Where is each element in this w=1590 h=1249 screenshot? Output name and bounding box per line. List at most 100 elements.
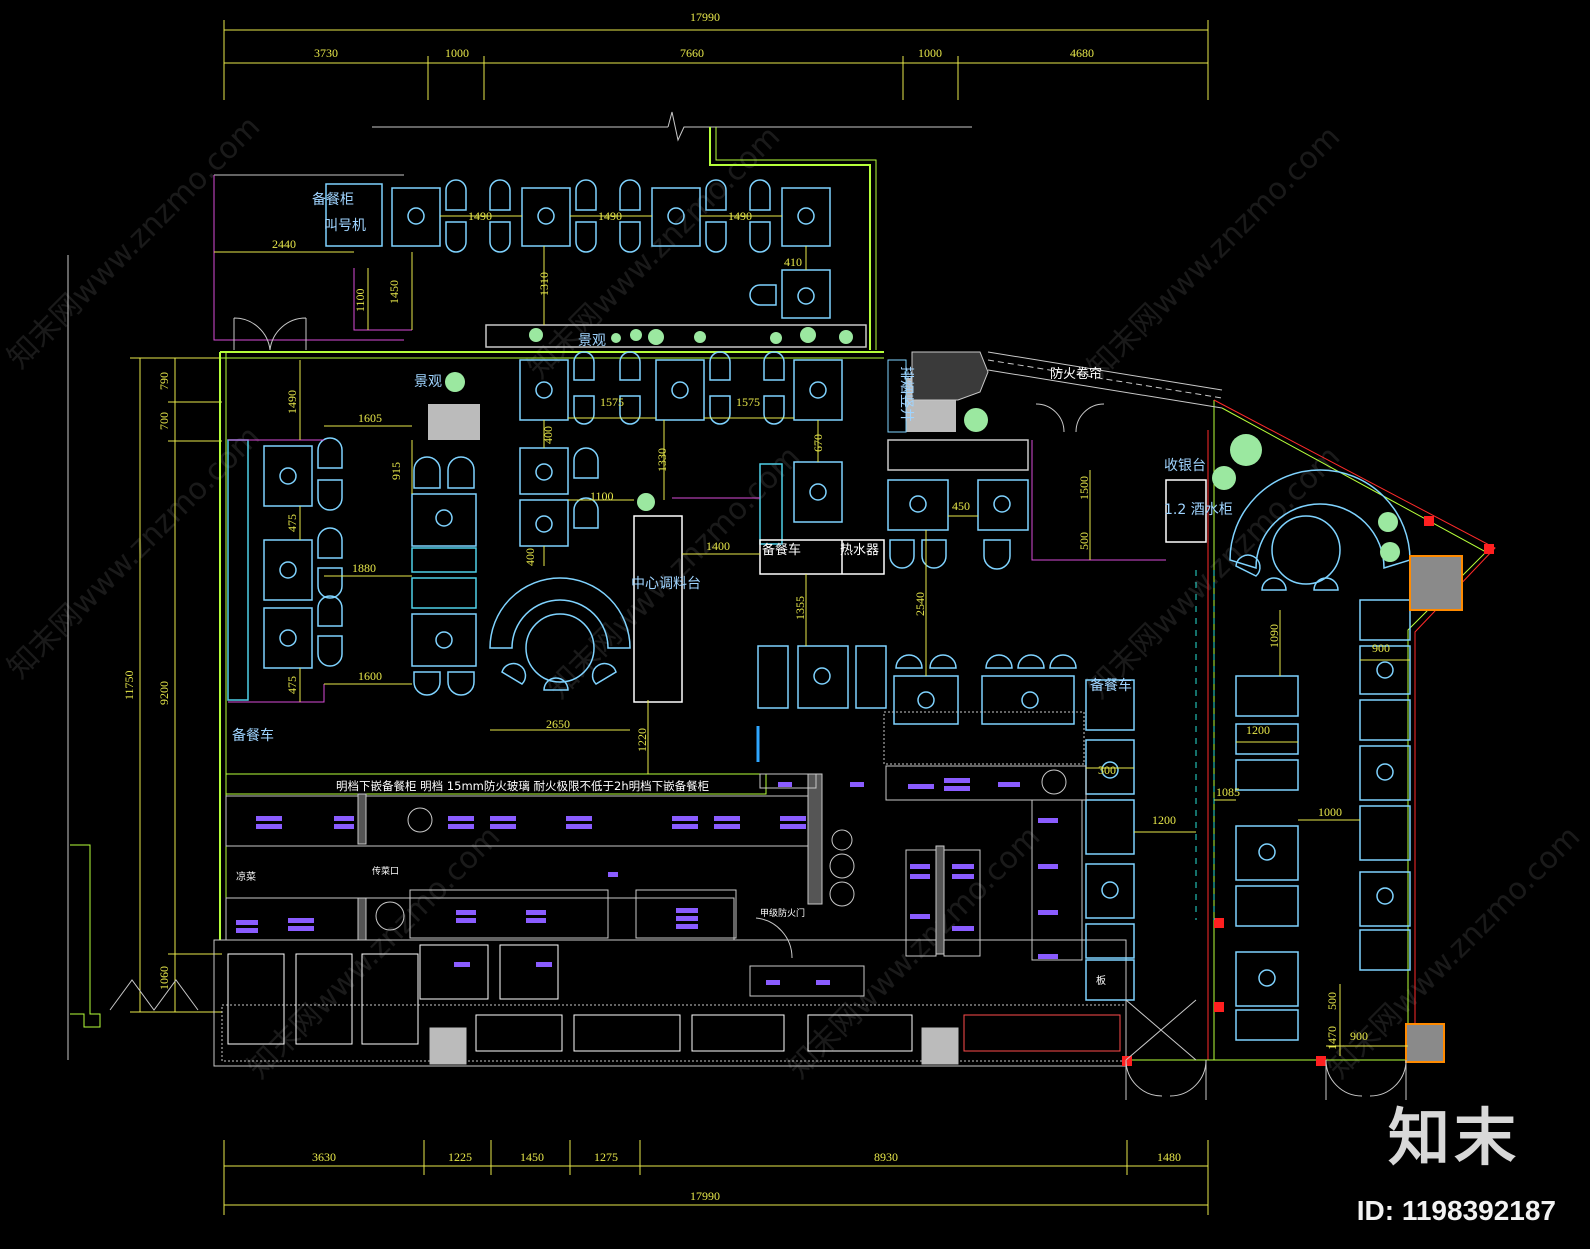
inner-dim: 1605 xyxy=(358,411,382,425)
inner-dim: 475 xyxy=(285,514,299,532)
bottom-dim-seg: 3630 xyxy=(312,1150,336,1164)
plant xyxy=(637,493,655,511)
inner-dim: 475 xyxy=(285,676,299,694)
inner-dim: 410 xyxy=(784,255,802,269)
inner-dim: 1450 xyxy=(387,280,401,304)
label-service-cart-b: 备餐车 xyxy=(1090,677,1132,694)
label-fire-shutter: 防火卷帘 xyxy=(1050,366,1102,382)
inner-dim: 1090 xyxy=(1267,624,1281,648)
brand-logo: 知末 xyxy=(1387,1101,1520,1174)
inner-dim: 900 xyxy=(1372,641,1390,655)
inner-dim: 1000 xyxy=(1318,805,1342,819)
watermark: 知末网www.znzmo.com xyxy=(1,419,267,685)
bottom-dim-total: 17990 xyxy=(690,1189,720,1203)
bottom-dim-seg: 1450 xyxy=(520,1150,544,1164)
top-dim-seg: 1000 xyxy=(918,46,942,60)
left-dim-seg: 9200 xyxy=(157,681,171,705)
label-service-cart-left: 备餐车 xyxy=(232,727,274,744)
red-markers xyxy=(1122,516,1494,1066)
label-prep-cabinet: 备餐柜 xyxy=(312,191,354,208)
label-fire-door: 甲级防火门 xyxy=(760,907,805,919)
label-central-seasoning: 中心调料台 xyxy=(631,576,701,592)
bottom-storage xyxy=(227,944,1121,1065)
inner-dim: 2650 xyxy=(546,717,570,731)
inner-dim: 2440 xyxy=(272,237,296,251)
label-cashier: 收银台 xyxy=(1164,458,1206,474)
inner-dim: 1100 xyxy=(590,489,614,503)
inner-dim: 1575 xyxy=(600,395,624,409)
inner-dim: 1220 xyxy=(635,728,649,752)
inner-dim: 1310 xyxy=(537,272,551,296)
walls xyxy=(70,111,1496,1067)
inner-dim: 670 xyxy=(811,434,825,452)
kitchen xyxy=(225,711,1087,997)
watermark: 知末网www.znzmo.com xyxy=(1,109,267,375)
cyan-dashed xyxy=(1195,570,1215,920)
bottom-dim-seg: 1225 xyxy=(448,1150,472,1164)
left-dim-seg: 700 xyxy=(157,412,171,430)
id-text: ID: 1198392187 xyxy=(1356,1195,1556,1226)
center-dining-tables xyxy=(489,351,885,703)
inner-dim: 1085 xyxy=(1216,785,1240,799)
top-dim-seg: 1000 xyxy=(445,46,469,60)
magenta-lines xyxy=(228,268,1166,703)
scenery-box xyxy=(428,404,480,440)
top-dim-seg: 3730 xyxy=(314,46,338,60)
inner-dim: 1490 xyxy=(728,209,752,223)
inner-dim: 1500 xyxy=(1077,476,1091,500)
inner-dim: 300 xyxy=(1098,763,1116,777)
label-service-cart: 备餐车 xyxy=(762,542,801,558)
inner-dim: 1575 xyxy=(736,395,760,409)
exhaust-shaft-box xyxy=(887,359,907,433)
label-scenery-left: 景观 xyxy=(414,374,442,390)
top-dim-seg: 7660 xyxy=(680,46,704,60)
inner-dim: 1200 xyxy=(1246,723,1270,737)
inner-dim: 500 xyxy=(1325,992,1339,1010)
inner-dim: 1355 xyxy=(793,596,807,620)
top-plants xyxy=(529,327,853,345)
right-dining-tables xyxy=(1085,469,1411,1041)
inner-dimension-lines xyxy=(214,215,1410,1056)
watermark: 知末网www.znzmo.com xyxy=(241,819,507,1085)
label-exhaust-shaft: 排烟竖井 xyxy=(898,366,914,422)
right-plants xyxy=(1212,434,1400,562)
inner-dim: 1490 xyxy=(468,209,492,223)
inner-dim: 1490 xyxy=(285,390,299,414)
label-board: 板 xyxy=(1096,974,1106,987)
label-kitchen-note: 明档下嵌备餐柜 明档 15mm防火玻璃 耐火极限不低于2h明档下嵌备餐柜 xyxy=(336,779,709,793)
inner-dim: 450 xyxy=(952,499,970,513)
label-scenery-top: 景观 xyxy=(578,333,606,349)
bottom-dim-seg: 1480 xyxy=(1157,1150,1181,1164)
label-cold-dish: 凉菜 xyxy=(236,870,256,883)
top-dim-seg: 4680 xyxy=(1070,46,1094,60)
watermark: 知末网www.znzmo.com xyxy=(1081,119,1347,385)
top-dining-tables xyxy=(325,179,867,348)
left-dim-seg: 1060 xyxy=(157,966,171,990)
label-water-heater: 热水器 xyxy=(840,543,879,558)
bottom-dimensions xyxy=(223,1140,1209,1215)
orange-columns xyxy=(1405,555,1463,1063)
label-caller: 叫号机 xyxy=(324,218,366,234)
label-wine-cabinet: 1.2 酒水柜 xyxy=(1164,502,1233,518)
plant xyxy=(964,408,988,432)
left-dim-total: 11750 xyxy=(122,670,136,700)
bottom-dim-seg: 8930 xyxy=(874,1150,898,1164)
kitchen-equipment xyxy=(236,778,1058,985)
inner-dim: 1490 xyxy=(598,209,622,223)
left-dimensions xyxy=(67,255,222,1060)
inner-dim: 1880 xyxy=(352,561,376,575)
doors xyxy=(109,317,1407,1100)
inner-dim: 1330 xyxy=(655,448,669,472)
watermark: 知末网www.znzmo.com xyxy=(521,119,787,385)
inner-dim: 400 xyxy=(541,426,555,444)
inner-dim: 915 xyxy=(389,462,403,480)
watermark: 知末网www.znzmo.com xyxy=(541,439,807,705)
hatch xyxy=(911,351,989,401)
inner-dim: 500 xyxy=(1077,532,1091,550)
inner-dim: 1470 xyxy=(1325,1026,1339,1050)
top-dim-total: 17990 xyxy=(690,10,720,24)
label-pass-window: 传菜口 xyxy=(372,865,399,877)
inner-dim: 1100 xyxy=(353,288,367,312)
inner-dim: 900 xyxy=(1350,1029,1368,1043)
